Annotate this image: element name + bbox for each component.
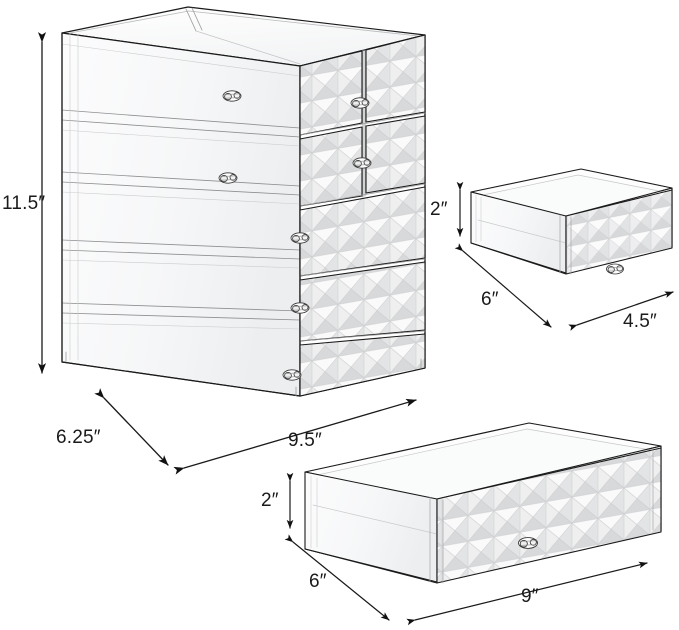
main-depth-label: 6.25″ bbox=[56, 427, 101, 448]
large-drawer-depth-dimension bbox=[284, 534, 390, 621]
large-drawer-width-dimension bbox=[406, 561, 648, 626]
small-drawer bbox=[470, 168, 673, 275]
small-drawer-front bbox=[299, 50, 363, 136]
main-height-label: 11.5″ bbox=[2, 193, 46, 214]
crystal-knob bbox=[606, 263, 624, 275]
main-width-label: 9.5″ bbox=[288, 430, 322, 451]
crystal-knob bbox=[518, 537, 538, 549]
small-drawer-width-label: 4.5″ bbox=[623, 311, 657, 332]
small-drawer-width-dimension bbox=[568, 291, 674, 331]
large-drawer bbox=[304, 422, 662, 584]
small-drawer-facet-front bbox=[565, 189, 673, 275]
main-depth-dimension bbox=[94, 388, 169, 466]
main-width-dimension bbox=[173, 398, 417, 475]
small-drawer-depth-label: 6″ bbox=[481, 289, 499, 310]
small-drawer-depth-dimension bbox=[454, 243, 552, 328]
crystal-knob bbox=[218, 90, 372, 381]
large-drawer-front bbox=[299, 333, 426, 397]
main-organizer-unit bbox=[61, 6, 426, 397]
small-drawer-front bbox=[365, 115, 426, 194]
small-drawer-height-label: 2″ bbox=[430, 199, 448, 220]
small-drawer-front bbox=[299, 126, 363, 207]
small-drawer-front bbox=[365, 34, 426, 123]
large-drawer-depth-label: 6″ bbox=[309, 571, 327, 592]
large-drawer-width-label: 9″ bbox=[521, 586, 539, 607]
large-drawer-height-label: 2″ bbox=[261, 490, 279, 511]
large-drawer-facet-front bbox=[436, 447, 662, 584]
